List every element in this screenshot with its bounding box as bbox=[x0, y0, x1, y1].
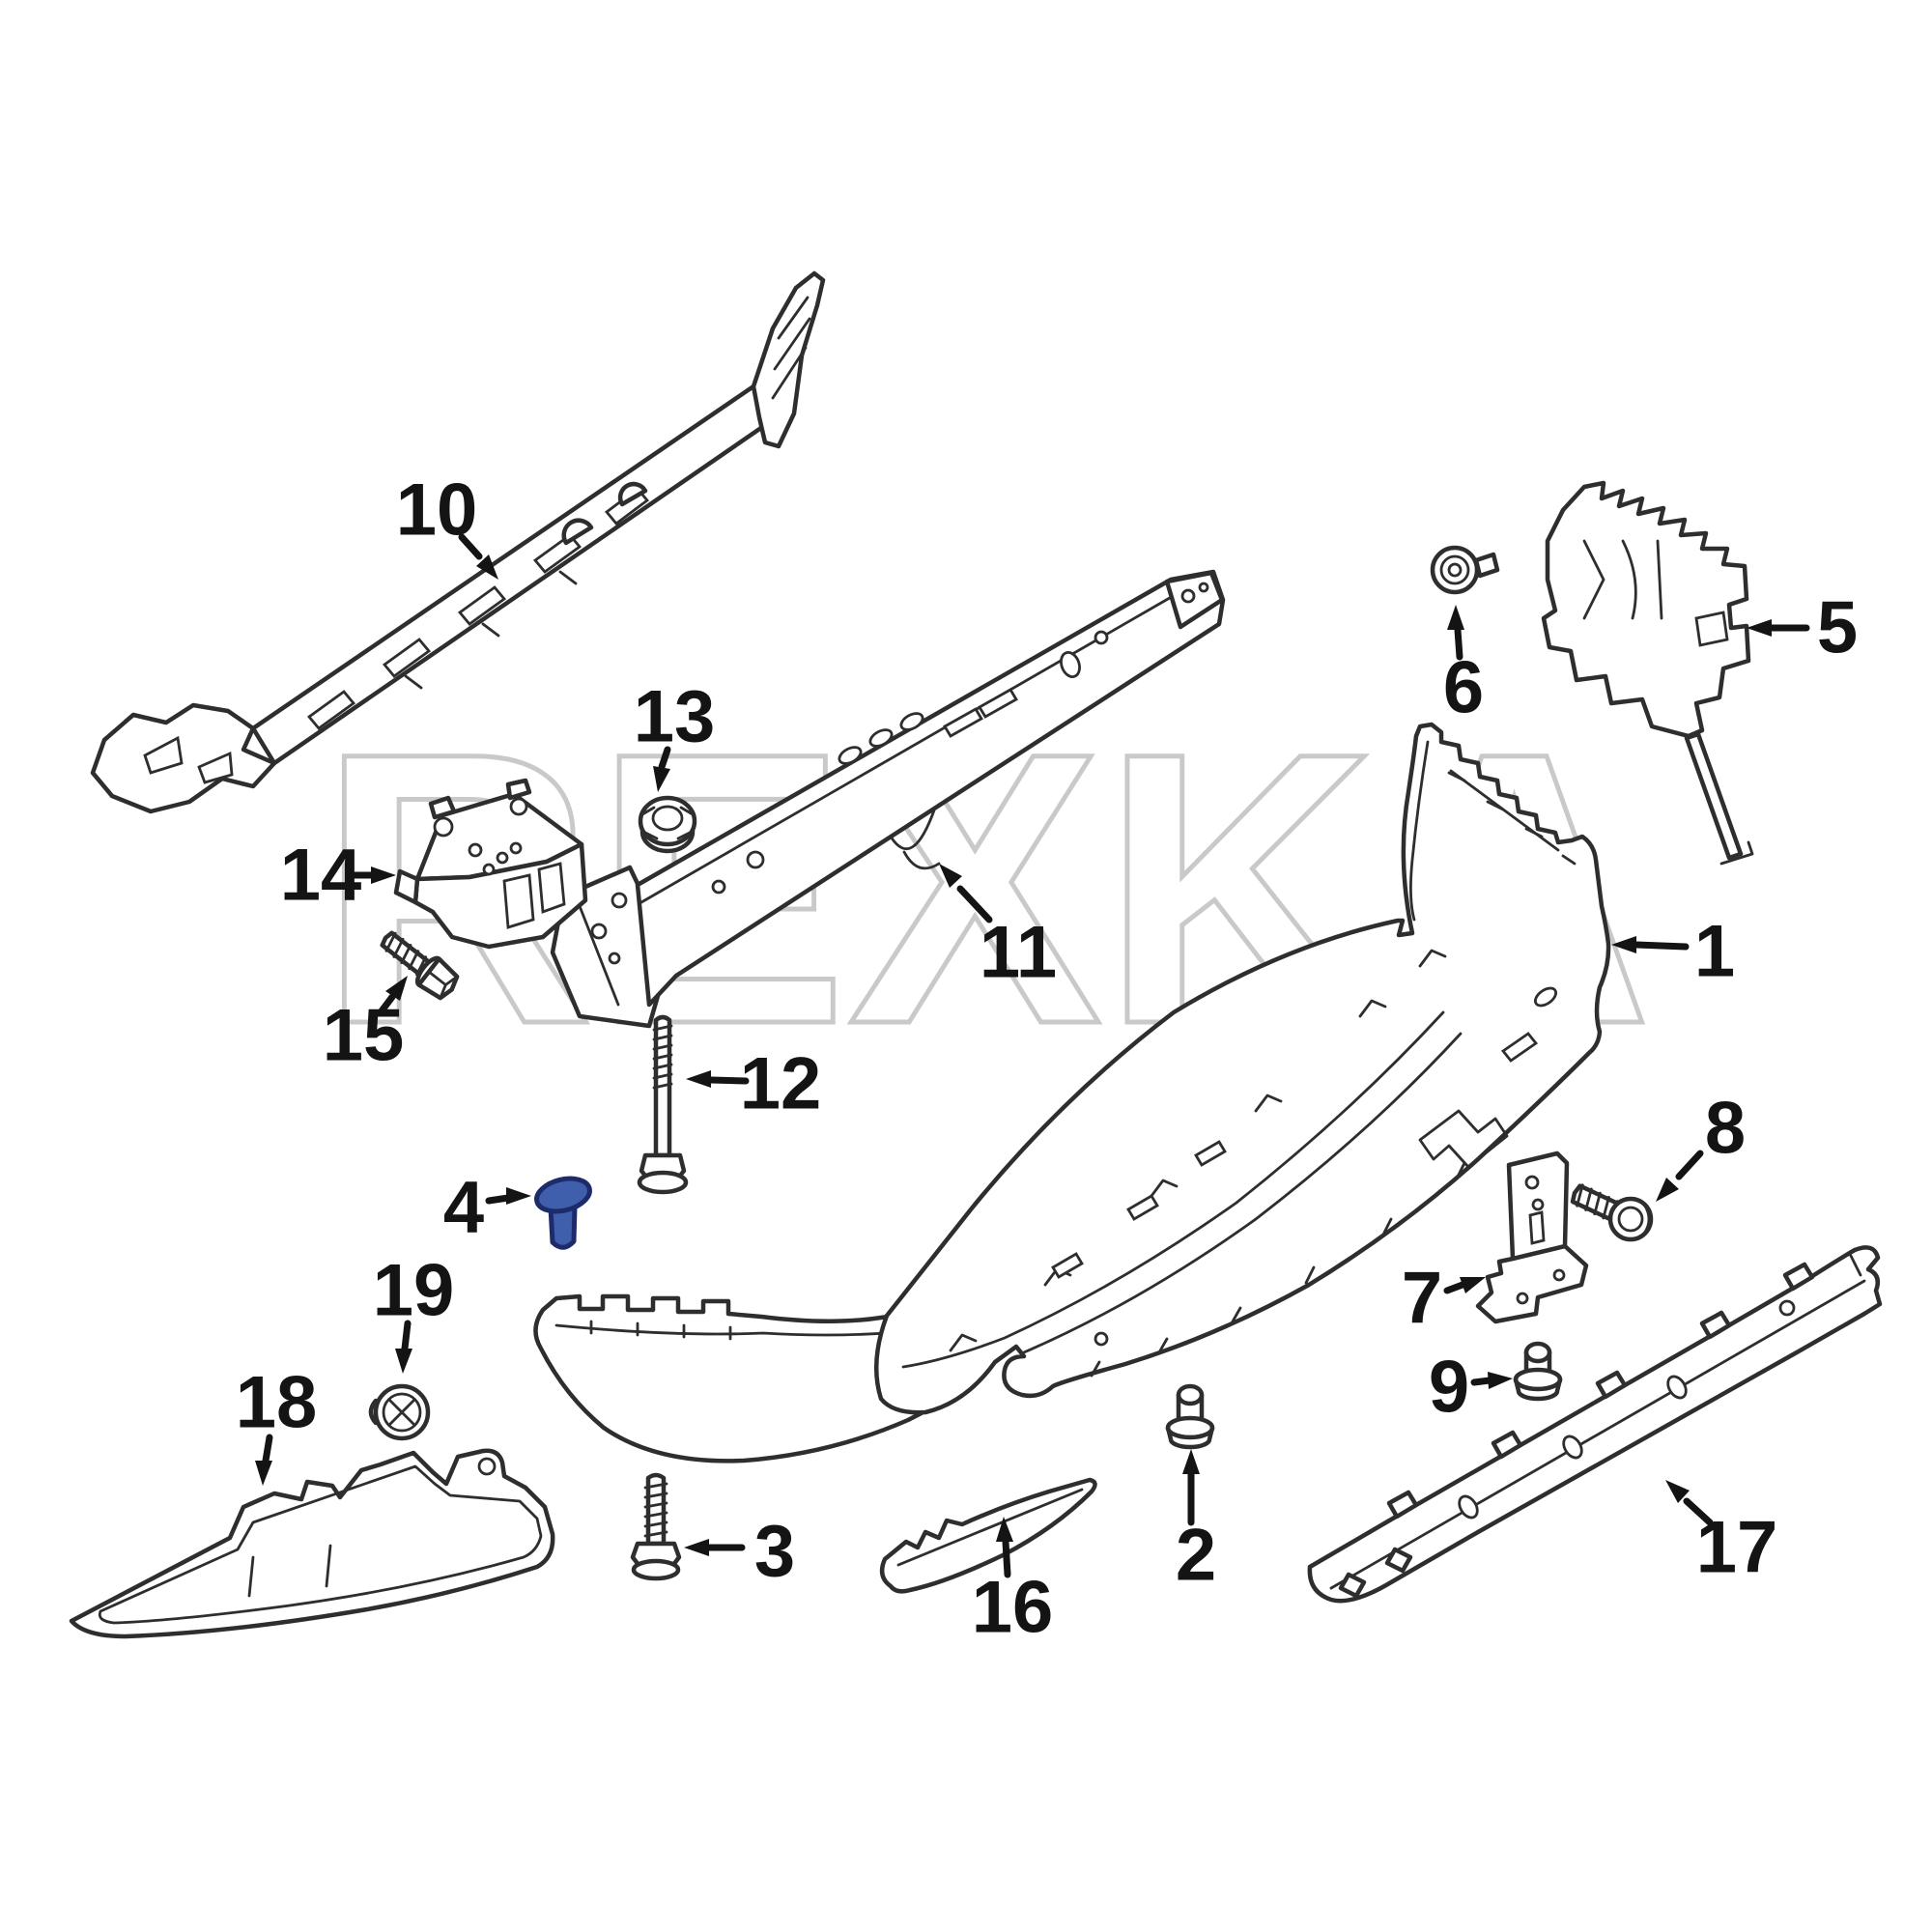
callout-12: 12 bbox=[686, 1043, 821, 1125]
callout-15: 15 bbox=[323, 976, 408, 1077]
part-2-push-rivet bbox=[1165, 1383, 1215, 1450]
part-19-screw-clip bbox=[368, 1383, 431, 1441]
callout-3: 3 bbox=[684, 1511, 795, 1593]
callout-5-label: 5 bbox=[1817, 587, 1858, 669]
callout-10-label: 10 bbox=[396, 469, 478, 552]
part-9-push-rivet bbox=[1513, 1341, 1563, 1402]
part-7-mount-bracket bbox=[1475, 1151, 1589, 1324]
part-14-bracket bbox=[393, 778, 588, 950]
callout-8: 8 bbox=[1656, 1088, 1746, 1202]
callout-18: 18 bbox=[236, 1362, 318, 1486]
part-13-flange-nut bbox=[638, 795, 697, 854]
part-8-screw bbox=[1570, 1183, 1654, 1242]
part-18-reflector-lamp bbox=[69, 1448, 555, 1639]
part-12-long-bolt bbox=[637, 1014, 689, 1195]
callout-1-label: 1 bbox=[1694, 911, 1735, 993]
callout-19: 19 bbox=[373, 1250, 455, 1374]
part-5-side-bracket bbox=[1541, 480, 1754, 866]
callout-6: 6 bbox=[1443, 605, 1484, 729]
part-16-trim-blade bbox=[879, 1477, 1097, 1594]
callout-19-label: 19 bbox=[373, 1250, 455, 1332]
callout-14-label: 14 bbox=[280, 835, 362, 917]
callout-9: 9 bbox=[1429, 1347, 1513, 1429]
callout-9-label: 9 bbox=[1429, 1347, 1469, 1429]
callout-8-label: 8 bbox=[1705, 1088, 1746, 1170]
part-4-clip-highlighted bbox=[534, 1176, 592, 1250]
callout-1: 1 bbox=[1611, 911, 1735, 993]
callout-14: 14 bbox=[280, 835, 396, 917]
part-15-hex-bolt bbox=[380, 930, 460, 1001]
callout-16-label: 16 bbox=[972, 1567, 1054, 1649]
callout-11: 11 bbox=[939, 864, 1057, 994]
callout-15-label: 15 bbox=[323, 995, 405, 1077]
callout-7-label: 7 bbox=[1402, 1258, 1442, 1340]
part-11-impact-bar bbox=[550, 569, 1226, 1029]
part-3-screw bbox=[630, 1472, 682, 1581]
callout-16: 16 bbox=[972, 1517, 1054, 1649]
callout-4: 4 bbox=[443, 1167, 531, 1249]
part-6-bolt bbox=[1430, 545, 1500, 595]
callout-17: 17 bbox=[1665, 1480, 1777, 1589]
callout-18-label: 18 bbox=[236, 1362, 318, 1444]
callout-2: 2 bbox=[1176, 1449, 1216, 1597]
callout-2-label: 2 bbox=[1176, 1515, 1216, 1597]
callout-12-label: 12 bbox=[740, 1043, 822, 1125]
callout-5: 5 bbox=[1747, 587, 1858, 669]
callout-17-label: 17 bbox=[1696, 1507, 1778, 1589]
callout-10: 10 bbox=[396, 469, 498, 580]
callout-4-label: 4 bbox=[443, 1167, 484, 1249]
callout-7: 7 bbox=[1402, 1258, 1486, 1340]
part-1-bumper-cover bbox=[873, 722, 1611, 1415]
callout-3-label: 3 bbox=[754, 1511, 795, 1593]
callout-13-label: 13 bbox=[634, 676, 716, 758]
callout-6-label: 6 bbox=[1443, 647, 1484, 729]
part-10-upper-rail bbox=[90, 270, 826, 814]
callout-13: 13 bbox=[634, 676, 716, 792]
callout-11-label: 11 bbox=[980, 912, 1057, 994]
part-17-lower-trim-strip bbox=[1307, 1245, 1883, 1604]
